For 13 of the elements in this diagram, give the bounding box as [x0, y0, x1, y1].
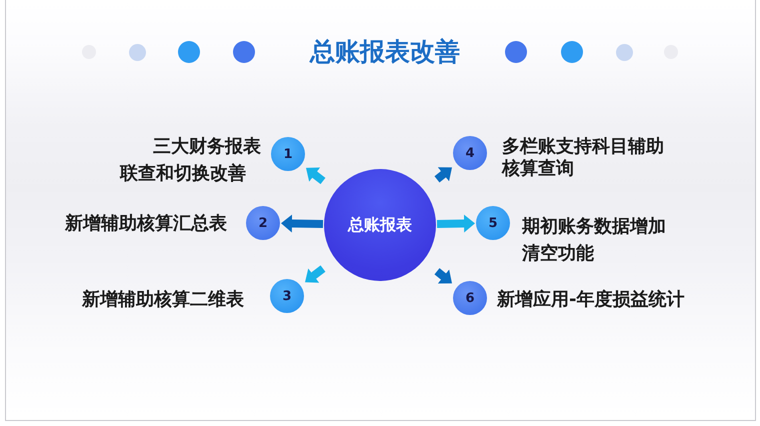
arrow — [434, 164, 454, 183]
item-label: 三大财务报表联查和切换改善 — [120, 134, 262, 186]
item-label: 新增辅助核算汇总表 — [65, 212, 227, 236]
arrow — [280, 214, 324, 232]
item-label: 多栏账支持科目辅助核算查询 — [502, 136, 665, 180]
arrow — [434, 268, 455, 286]
arrow — [302, 265, 326, 286]
item-label: 新增辅助核算二维表 — [82, 288, 244, 312]
item-label: 新增应用-年度损益统计 — [497, 288, 684, 312]
arrow — [436, 214, 476, 233]
arrow — [304, 164, 326, 184]
title: 总账报表改善 — [310, 37, 460, 67]
item-label: 期初账务数据增加清空功能 — [522, 214, 667, 266]
